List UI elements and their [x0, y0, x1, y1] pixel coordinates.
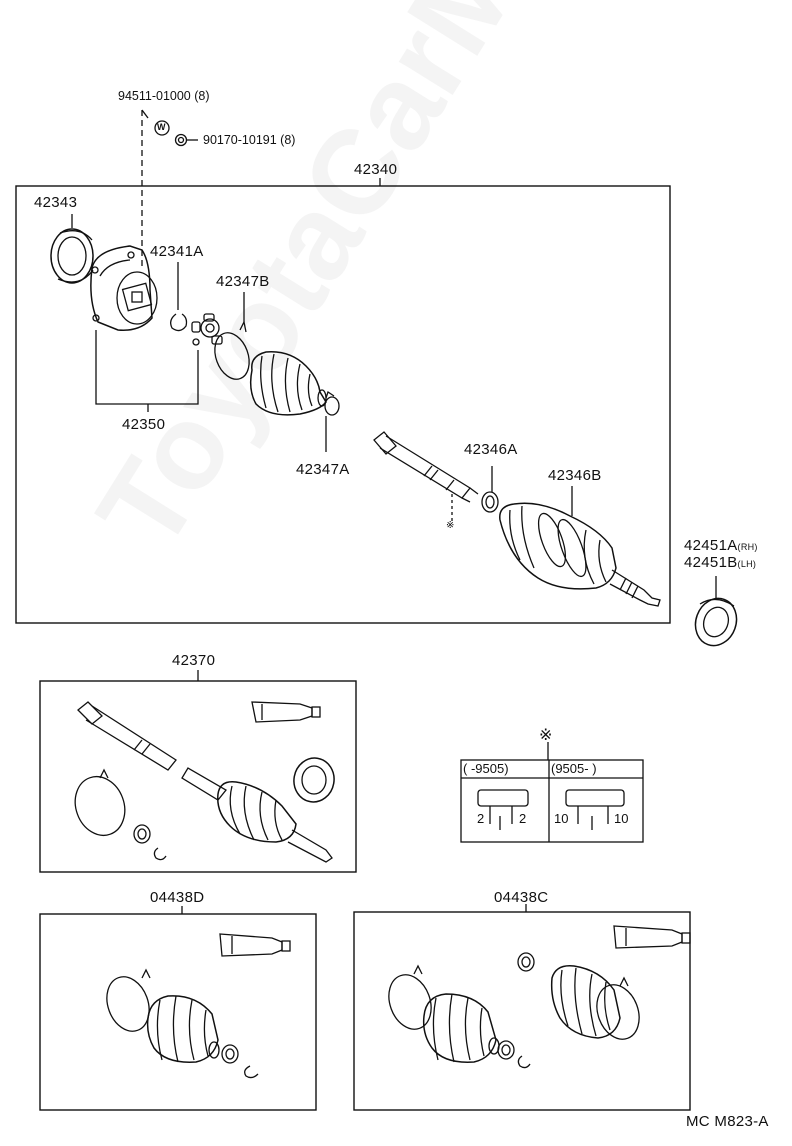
clamp-42346a-icon: [481, 466, 499, 513]
clamp-small-icon-2: [221, 1044, 239, 1064]
table-col2-right: 10: [614, 811, 629, 826]
label-42370: 42370: [172, 652, 216, 669]
w-mark-icon: W: [157, 122, 166, 132]
inner-boot-icon: [249, 351, 327, 416]
label-04438d: 04438D: [150, 889, 205, 906]
table-col2-left: 10: [554, 811, 569, 826]
label-42451b: 42451B(LH): [684, 555, 756, 572]
clamp-42347a-icon: [324, 390, 340, 452]
clamp-04438d-icon: [106, 968, 151, 1032]
grease-tube-icon-1: [251, 701, 321, 723]
label-90170: 90170-10191 (8): [203, 133, 296, 147]
label-94511: 94511-01000 (8): [118, 89, 210, 103]
grease-tube-icon-2: [219, 933, 291, 957]
table-col1-left: 2: [477, 811, 485, 826]
cover-42343-icon: [50, 214, 94, 284]
stub-shaft-icon: [609, 569, 661, 607]
label-42451a-side: (RH): [737, 542, 758, 552]
grease-tube-icon-3: [613, 925, 691, 949]
clamp-42347b-icon: [214, 292, 250, 380]
shaft-assy-icon: [77, 701, 227, 801]
table-col1-header: ( -9505): [463, 761, 509, 776]
label-42343: 42343: [34, 194, 78, 211]
box-04438c: [353, 911, 691, 1111]
outer-boot-icon: [499, 486, 617, 590]
table-star-mark-icon: ※: [539, 727, 553, 744]
label-42350: 42350: [122, 416, 166, 433]
label-42451b-code: 42451B: [684, 554, 738, 571]
seal-big-icon: [293, 757, 335, 803]
clamp-04438c-icon-a: [388, 964, 432, 1030]
small-star-mark-icon: ※: [446, 520, 455, 531]
snap-ring-icon-4: [517, 1055, 531, 1069]
boot-04438c-icon-b: [550, 965, 621, 1039]
label-42346b: 42346B: [548, 467, 602, 484]
table-col1-right: 2: [519, 811, 527, 826]
footer-code: MC M823-A: [686, 1113, 769, 1130]
tripod-icon: [191, 313, 223, 346]
label-42347b: 42347B: [216, 273, 270, 290]
clamp-small-icon-3: [497, 1040, 515, 1060]
boot-04438c-icon-a: [422, 993, 500, 1063]
boot-04438d-icon: [146, 995, 220, 1063]
clamp-big-icon: [74, 768, 126, 837]
snap-ring-icon: [170, 262, 188, 332]
label-42341a: 42341A: [150, 243, 204, 260]
snap-ring-icon-2: [153, 847, 167, 861]
box-04438d: [39, 913, 317, 1111]
clamp-04438c-icon-b: [596, 976, 640, 1040]
label-04438c: 04438C: [494, 889, 549, 906]
clamp-small-icon-1: [133, 824, 151, 844]
snap-ring-icon-3: [244, 1065, 259, 1079]
label-42451a-code: 42451A: [684, 537, 738, 554]
housing-42350-icon: [90, 245, 158, 331]
box-42340: [15, 185, 671, 624]
box-42370: [39, 680, 357, 873]
label-42451b-side: (LH): [737, 559, 757, 569]
spec-table-lines: [460, 742, 644, 843]
shaft-icon: [373, 431, 479, 522]
seal-42451-icon: [694, 576, 738, 647]
washer-w-icon: [154, 120, 170, 136]
label-42346a: 42346A: [464, 441, 518, 458]
clamp-small-icon-4: [517, 952, 535, 972]
nut-icon: [174, 133, 198, 147]
table-col2-header: (9505- ): [551, 761, 597, 776]
label-42340: 42340: [354, 161, 398, 178]
label-42347a: 42347A: [296, 461, 350, 478]
label-42451a: 42451A(RH): [684, 538, 758, 555]
boot-assy-icon: [217, 781, 333, 863]
